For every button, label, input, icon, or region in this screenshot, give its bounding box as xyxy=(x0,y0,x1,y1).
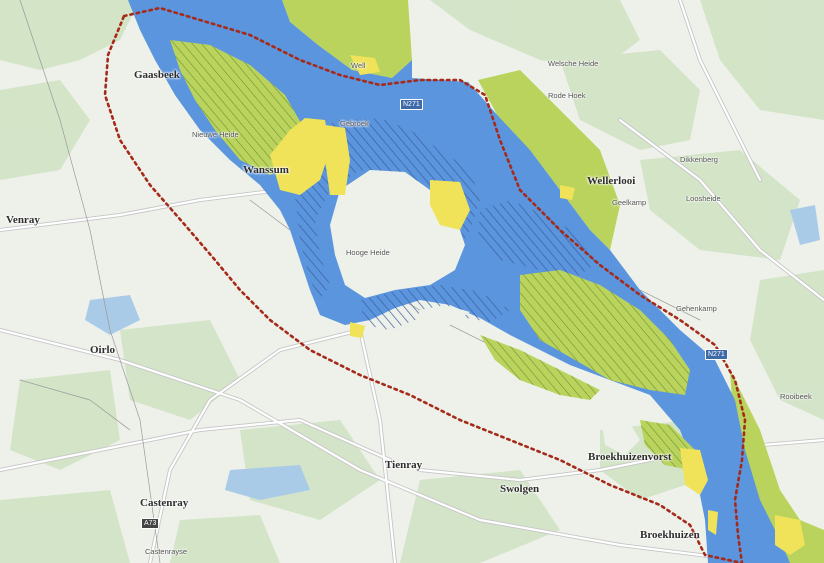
place-label-rooibeek: Rooibeek xyxy=(780,392,812,401)
place-label-loosheide: Loosheide xyxy=(686,194,721,203)
hatched-green-zones xyxy=(170,40,695,470)
place-label-tienray: Tienray xyxy=(385,459,423,471)
place-label-broekhuizen: Broekhuizen xyxy=(640,529,700,541)
road-shield-a73: A73 xyxy=(141,518,160,529)
place-label-hooge-heide: Hooge Heide xyxy=(346,248,390,257)
road-shield-n271: N271 xyxy=(400,99,423,110)
place-label-gebroek: Gebroek xyxy=(340,119,369,128)
place-label-well: Well xyxy=(351,61,366,70)
study-area-boundary xyxy=(103,6,747,563)
place-label-nieuwe-heide: Nieuwe Heide xyxy=(192,130,239,139)
place-label-venray: Venray xyxy=(6,214,40,226)
place-label-swolgen: Swolgen xyxy=(500,483,540,495)
place-label-castenray: Castenray xyxy=(140,497,189,509)
place-label-wanssum: Wanssum xyxy=(243,164,289,176)
place-label-castenrayse: Castenrayse xyxy=(145,547,188,556)
place-label-oirlo: Oirlo xyxy=(90,344,116,356)
place-label-geelkamp: Geelkamp xyxy=(612,198,647,207)
place-label-gaasbeek: Gaasbeek xyxy=(134,69,180,81)
place-label-broekhuizenvorst: Broekhuizenvorst xyxy=(588,451,672,463)
road-shield-n271: N271 xyxy=(705,349,728,360)
lakes xyxy=(85,205,820,500)
place-label-rode-hoek: Rode Hoek xyxy=(548,91,586,100)
place-label-gehenkamp: Gehenkamp xyxy=(676,304,717,313)
place-label-wellerlooi: Wellerlooi xyxy=(587,175,636,187)
place-label-welsche-heide: Welsche Heide xyxy=(548,59,599,68)
place-label-dikkenberg: Dikkenberg xyxy=(680,155,718,164)
yellow-zones xyxy=(270,55,805,555)
